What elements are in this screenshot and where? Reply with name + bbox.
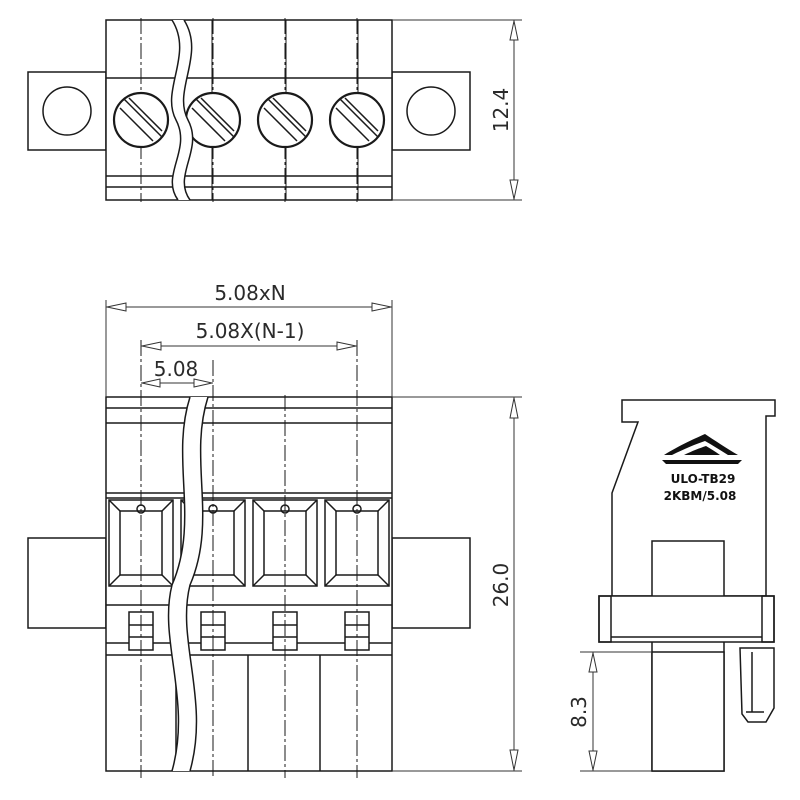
side-pin [651,651,725,772]
marking-line-2: 2KBM/5.08 [664,489,737,503]
dimension-total-width: 5.08xN [105,281,393,397]
screw-3 [256,91,314,149]
right-flange [391,71,471,151]
marking-line-1: ULO-TB29 [671,472,736,486]
dimension-label-5-08: 5.08 [154,357,199,381]
dimension-pin-height: 8.3 [567,651,652,772]
front-break-line-left [167,396,191,772]
dimension-pitch-n-minus-1: 5.08X(N-1) [141,319,357,351]
front-view: 5.08xN 5.08X(N-1) 5.08 26.0 [27,281,522,778]
dimension-label-26-0: 26.0 [489,563,513,608]
right-mount-hole [406,86,456,136]
dimension-pitch: 5.08 [141,357,213,388]
front-break-line-right [185,396,209,772]
dimension-label-5-08x-n-1: 5.08X(N-1) [196,319,305,343]
side-latch [739,647,775,723]
break-line-left [170,19,182,201]
side-view: ULO-TB29 2KBM/5.08 8.3 [567,399,776,772]
dimension-height-front: 26.0 [392,396,522,772]
break-line-right [182,19,194,201]
front-left-flange [27,537,107,629]
top-view: 12.4 [27,18,522,202]
screw-4 [328,91,386,149]
left-mount-hole [42,86,92,136]
screw-1 [112,91,170,149]
dimension-height-top: 12.4 [392,19,522,201]
side-base-flange [598,595,775,643]
dimension-label-5-08xn: 5.08xN [214,281,285,305]
left-flange [27,71,107,151]
front-body [105,396,393,772]
dimension-label-12-4: 12.4 [489,88,513,133]
front-right-flange [391,537,471,629]
screw-2 [184,91,242,149]
manufacturer-logo-icon [662,434,742,464]
dimension-label-8-3: 8.3 [567,696,591,728]
